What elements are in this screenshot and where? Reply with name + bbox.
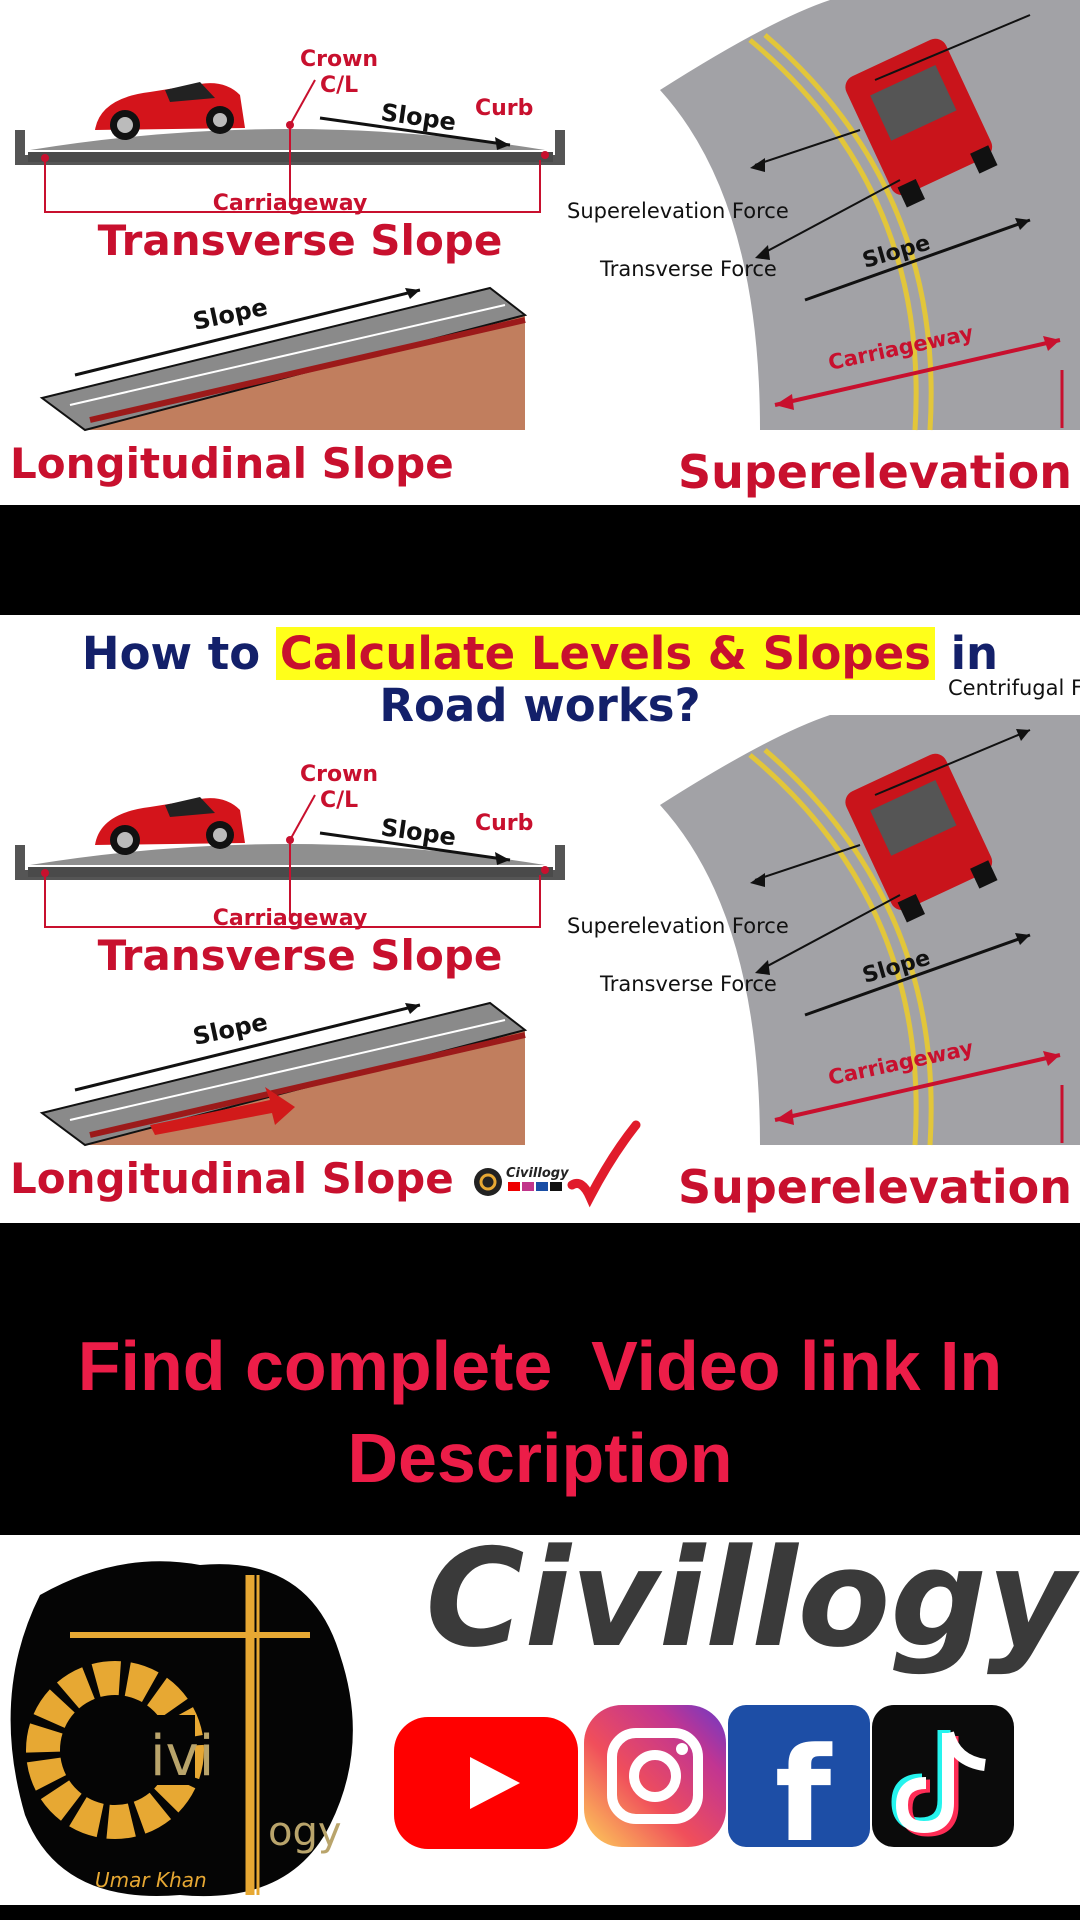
curb-label: Curb [475,96,533,121]
instagram-icon[interactable] [584,1705,726,1847]
black-band-2 [0,1223,1080,1535]
superelevation-heading: Superelevation [678,1160,1072,1214]
red-car-icon [95,82,245,140]
cta-line-2: Description [347,1419,733,1497]
checkmark-icon [567,1120,641,1208]
carriageway-label: Carriageway [213,191,368,216]
cta-line-1: Find complete Video link In [77,1327,1003,1405]
superelevation-force-label: Superelevation Force [567,199,789,223]
youtube-icon[interactable] [394,1717,578,1849]
crown-label: Crown [300,762,378,787]
cl-label: C/L [320,73,358,98]
watermark-tiktok-icon [550,1182,562,1191]
logo-text-a: ivi [150,1724,214,1789]
superelevation-heading: Superelevation [678,445,1072,499]
svg-text:f: f [775,1719,833,1871]
road-incline [39,286,528,432]
carriageway-label: Carriageway [213,906,368,931]
title-line-1: How to Calculate Levels & Slopes in [0,627,1080,680]
transverse-force-label: Transverse Force [599,972,777,996]
road-crown-surface [30,129,545,150]
cta-text: Find complete Video link In Description [0,1320,1080,1504]
logo-signature: Umar Khan [95,1868,207,1892]
watermark-facebook-icon [536,1182,548,1191]
superelevation-force-label: Superelevation Force [567,914,789,938]
longitudinal-slope-heading: Longitudinal Slope [10,439,454,488]
watermark-instagram-icon [522,1182,534,1191]
slope-arrow [319,116,511,147]
tiktok-icon[interactable] [872,1705,1014,1847]
slope-diagram-panel-top: Crown C/L Slope Curb Carriageway Transve… [0,0,1080,505]
title-highlight: Calculate Levels & Slopes [275,627,935,680]
longitudinal-slope-arrow [74,288,421,377]
centrifugal-force-label: Centrifugal For [948,676,1080,700]
longitudinal-slope-heading: Longitudinal Slope [10,1154,454,1203]
brand-graphic: ivi ogy Umar Khan Civillogy [10,1520,1080,1897]
curb-label: Curb [475,811,533,836]
video-title: How to Calculate Levels & Slopes in Road… [0,627,1080,732]
red-car-icon [95,797,245,855]
title-line-2: Road works? [379,679,701,732]
black-band-1 [0,505,1080,615]
facebook-icon[interactable]: f [728,1705,870,1871]
title-suffix: in [950,627,999,680]
slope-diagram-panel-middle: Crown C/L Slope Curb Carriageway Transve… [0,615,1080,1223]
watermark-text: Civillogy [506,1166,569,1181]
logo-text-b: ogy [268,1809,342,1855]
slope-label: Slope [379,98,458,136]
slope-label: Slope [379,813,458,851]
watermark-youtube-icon [508,1182,520,1191]
slope-diagram-repeat: Crown C/L Slope Curb Carriageway Transve… [10,676,1080,1214]
slope-diagram: Crown C/L Slope Curb Carriageway Transve… [10,0,1080,499]
transverse-force-label: Transverse Force [599,257,777,281]
cl-label: C/L [320,788,358,813]
title-prefix: How to [81,627,261,680]
transverse-slope-heading: Transverse Slope [98,931,503,980]
brand-footer: ivi ogy Umar Khan Civillogy [0,1520,1080,1905]
civillogy-watermark-logo [474,1168,502,1196]
transverse-slope-heading: Transverse Slope [98,216,503,265]
crown-label: Crown [300,47,378,72]
slope-direction-arrow [150,1087,295,1135]
civillogy-logo: ivi ogy Umar Khan [10,1561,353,1897]
brand-wordmark: Civillogy [425,1535,1080,1677]
